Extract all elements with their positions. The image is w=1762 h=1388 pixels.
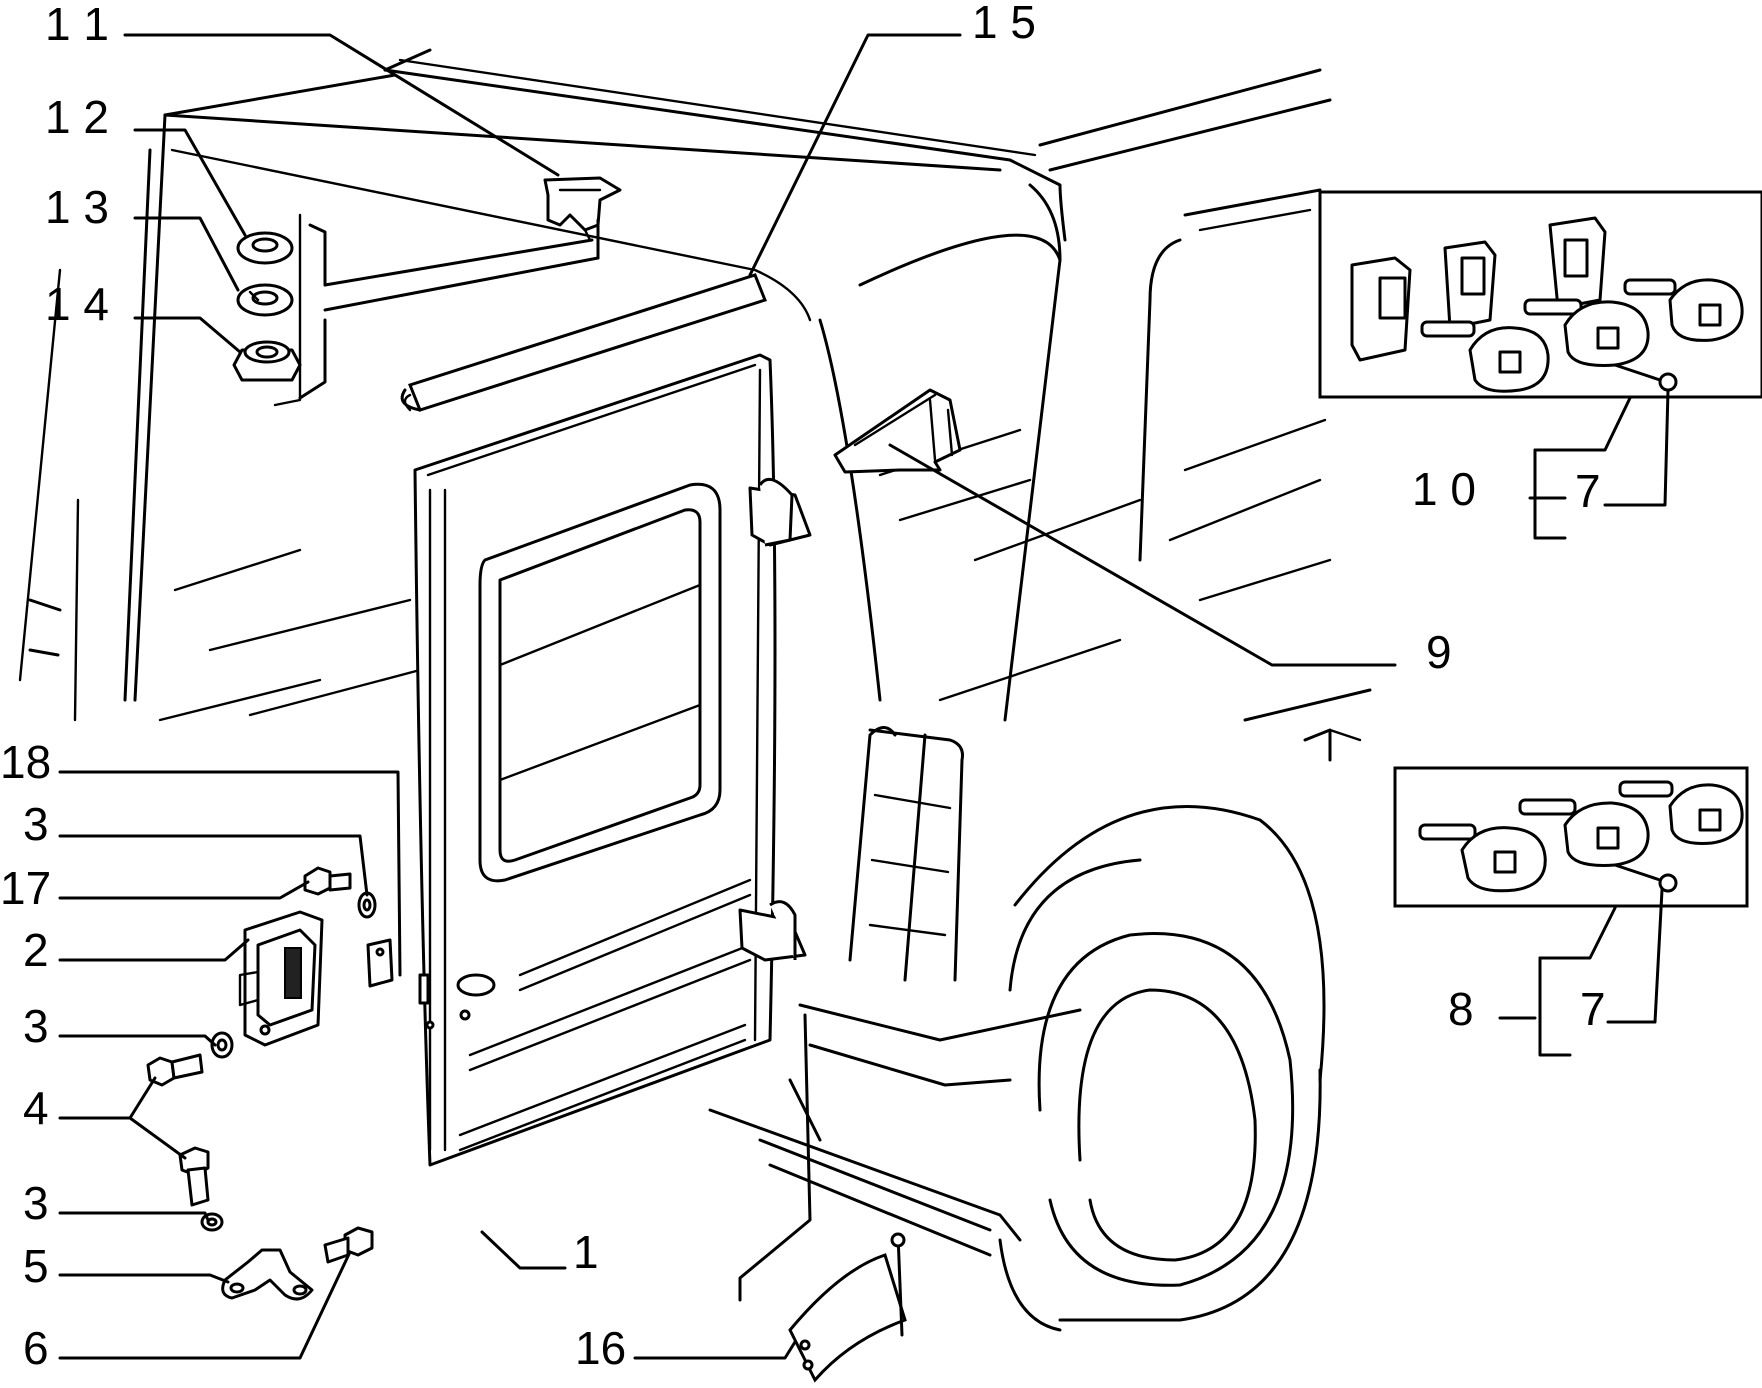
top-weather-seal — [400, 273, 767, 412]
label-part-5: 5 — [23, 1240, 49, 1292]
bracket-12-14-top — [308, 223, 327, 287]
label-part-8: 8 — [1448, 983, 1474, 1035]
bracket-12-14-bottom — [298, 318, 327, 400]
washer-3-top — [357, 891, 377, 919]
label-part-3-c: 3 — [23, 1177, 49, 1229]
label-part-4: 4 — [23, 1082, 49, 1134]
label-part-3-b: 3 — [23, 1000, 49, 1052]
label-part-13: 1 3 — [45, 181, 109, 233]
label-part-10: 1 0 — [1412, 463, 1476, 515]
label-part-7-lower: 7 — [1580, 983, 1606, 1035]
label-part-14: 1 4 — [45, 278, 109, 330]
check-strap-16 — [788, 1232, 907, 1383]
bolt-17 — [303, 866, 352, 896]
label-part-6: 6 — [23, 1322, 49, 1374]
label-part-3-a: 3 — [23, 798, 49, 850]
washer-3-middle — [210, 1031, 234, 1059]
label-part-16: 16 — [575, 1322, 626, 1374]
label-part-2: 2 — [23, 924, 49, 976]
label-part-7-upper: 7 — [1575, 465, 1601, 517]
leader-bracket-to-11-a — [323, 238, 594, 287]
label-part-1: 1 — [573, 1226, 599, 1278]
striker-plate-2 — [238, 910, 324, 1047]
bolt-4-upper — [146, 1053, 204, 1087]
label-part-12: 1 2 — [45, 91, 109, 143]
label-part-18: 18 — [0, 736, 51, 788]
label-part-11: 1 1 — [45, 0, 109, 50]
hinge-bracket-9 — [833, 388, 962, 474]
check-link-5 — [221, 1248, 314, 1301]
washer-12 — [236, 231, 294, 265]
nut-14 — [232, 340, 302, 382]
lock-set-box-8 — [1393, 766, 1749, 908]
label-part-9: 9 — [1426, 626, 1452, 678]
label-part-15: 1 5 — [972, 0, 1036, 48]
leader-bracket-to-11-b — [323, 256, 600, 312]
lock-washer-13 — [236, 283, 294, 317]
label-part-17: 17 — [0, 862, 51, 914]
lock-set-box-10 — [1318, 190, 1762, 399]
rear-door-panel — [413, 353, 812, 1167]
bolt-4-lower — [178, 1146, 210, 1207]
plate-18 — [366, 938, 394, 988]
upper-striker-11 — [543, 176, 622, 260]
leader-lines — [58, 33, 1670, 1360]
van-body-outline — [18, 48, 1372, 1332]
part-labels: 1 1 1 5 1 2 1 3 1 4 1 0 7 9 18 3 17 2 3 … — [0, 0, 1606, 1374]
